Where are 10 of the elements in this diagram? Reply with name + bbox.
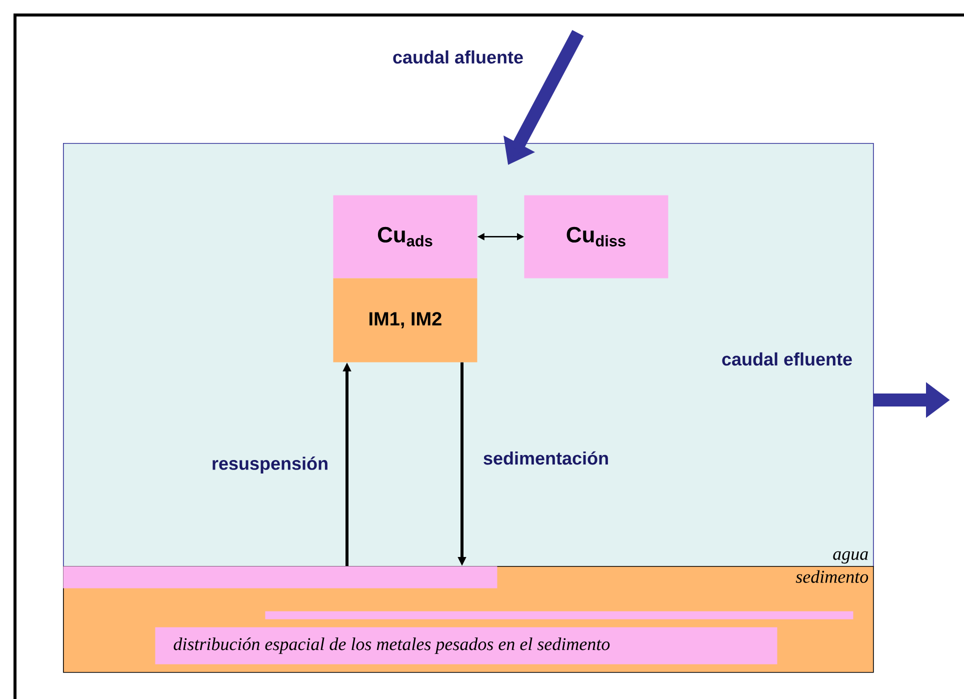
adsorbed-box: Cu$_{ads}$ <box>333 195 478 278</box>
edge-label: sedimentación <box>484 451 608 465</box>
sediment-bar <box>63 566 498 588</box>
particle-box: IM1, IM2 <box>333 278 478 362</box>
distribution-bar: distribución espacial de los metales pesados en el sedimento <box>155 627 778 664</box>
dissolved-box: Cu$_{diss}$ <box>524 195 668 278</box>
sediment-bar <box>265 611 854 620</box>
edge-label: caudal efluente <box>722 352 852 366</box>
edge-label: caudal afluente <box>393 50 523 64</box>
edge-label: resuspensión <box>212 456 328 474</box>
